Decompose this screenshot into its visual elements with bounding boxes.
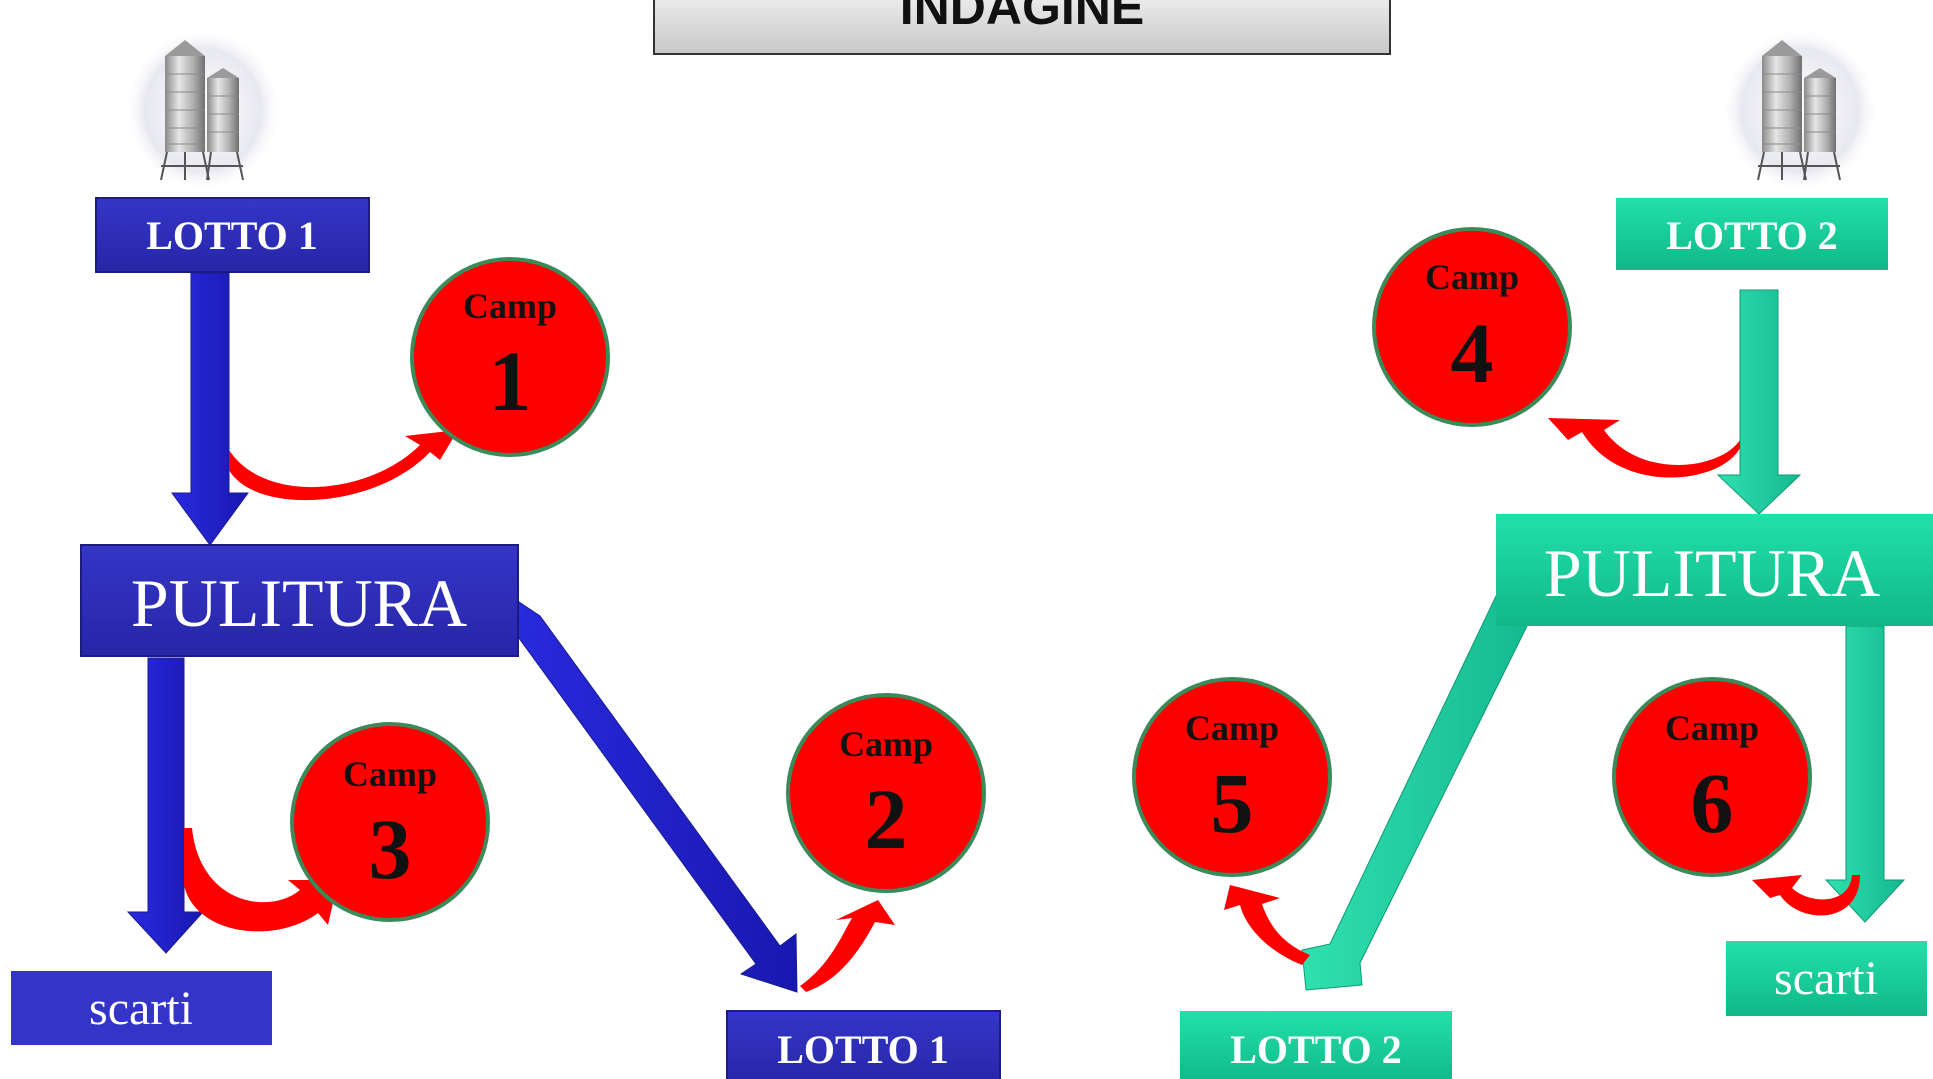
sample-arrow: [1752, 875, 1860, 916]
sample-label: Camp: [463, 286, 557, 326]
sample-number: 1: [489, 333, 532, 429]
source-box-lotto2: LOTTO 2: [1616, 198, 1888, 270]
process-label: PULITURA: [131, 565, 467, 641]
sample-number: 2: [865, 771, 908, 867]
source-label: LOTTO 1: [146, 213, 318, 258]
sample-arrow: [1548, 418, 1740, 478]
sample-number: 6: [1691, 755, 1734, 851]
flow-arrow: [503, 590, 798, 993]
sample-circle-2: Camp 2: [786, 693, 986, 893]
source-box-lotto1: LOTTO 1: [95, 197, 370, 273]
sample-arrow: [800, 900, 895, 992]
silo-icon: [124, 27, 282, 193]
source-label: LOTTO 2: [1666, 213, 1838, 258]
waste-box-left: scarti: [11, 971, 272, 1045]
sample-circle-3: Camp 3: [290, 722, 490, 922]
output-label: LOTTO 2: [1230, 1027, 1402, 1072]
process-box-pulitura-left: PULITURA: [80, 544, 519, 657]
page-title: INDAGINE: [900, 0, 1144, 35]
output-label: LOTTO 1: [777, 1027, 949, 1072]
sample-label: Camp: [1185, 708, 1279, 748]
sample-arrow: [1224, 885, 1310, 965]
sample-number: 5: [1211, 755, 1254, 851]
process-label: PULITURA: [1544, 535, 1880, 611]
output-box-lotto2: LOTTO 2: [1180, 1011, 1452, 1079]
sampling-arrows: [184, 418, 1860, 992]
sample-label: Camp: [839, 724, 933, 764]
flow-arrow: [171, 272, 249, 546]
sample-label: Camp: [343, 754, 437, 794]
flow-arrow: [1301, 595, 1535, 991]
silo-icon: [1721, 27, 1879, 193]
process-box-pulitura-right: PULITURA: [1496, 514, 1933, 626]
sample-label: Camp: [1425, 257, 1519, 297]
waste-label: scarti: [89, 982, 193, 1035]
flow-arrow: [1824, 625, 1906, 923]
waste-box-right: scarti: [1726, 941, 1927, 1016]
sample-circle-6: Camp 6: [1612, 677, 1812, 877]
title-box: INDAGINE: [653, 0, 1391, 55]
sample-number: 4: [1451, 305, 1494, 401]
sample-circle-4: Camp 4: [1372, 227, 1572, 427]
sample-number: 3: [369, 801, 412, 897]
output-box-lotto1: LOTTO 1: [726, 1010, 1001, 1079]
flow-arrow: [1716, 289, 1802, 515]
flow-arrow: [126, 657, 205, 954]
sample-label: Camp: [1665, 708, 1759, 748]
sample-circle-5: Camp 5: [1132, 677, 1332, 877]
sample-circle-1: Camp 1: [410, 257, 610, 457]
sample-arrow: [229, 430, 458, 501]
sample-arrow: [184, 828, 338, 932]
waste-label: scarti: [1774, 952, 1878, 1005]
